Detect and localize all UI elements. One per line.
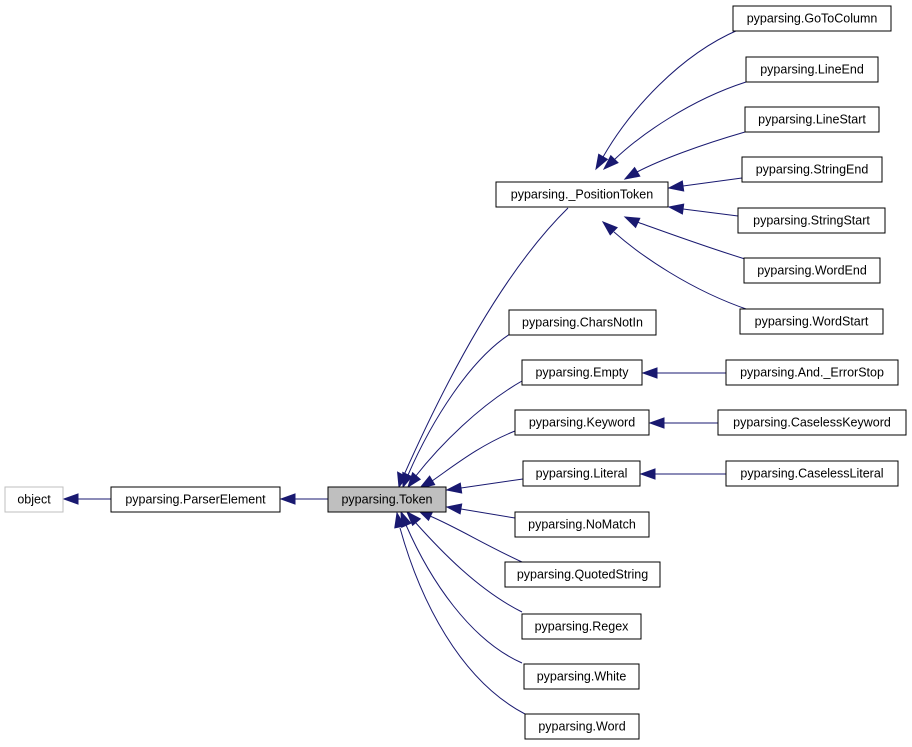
node-string-start[interactable]: pyparsing.StringStart — [737, 207, 886, 234]
node-position-token[interactable]: pyparsing._PositionToken — [495, 181, 669, 208]
node-label: pyparsing.WordEnd — [757, 264, 867, 278]
edge-keyword-to-token — [418, 430, 516, 489]
edge-chars-not-in-to-token — [402, 333, 511, 489]
node-label: pyparsing.And._ErrorStop — [740, 366, 884, 380]
node-label: pyparsing.CharsNotIn — [522, 316, 643, 330]
edge-quoted-string-to-token — [416, 509, 523, 563]
node-label: pyparsing.White — [537, 670, 627, 684]
node-label: pyparsing.CaselessLiteral — [740, 467, 883, 481]
node-token: pyparsing.Token — [327, 486, 447, 513]
node-word-end[interactable]: pyparsing.WordEnd — [743, 257, 881, 284]
node-label: pyparsing.CaselessKeyword — [733, 416, 891, 430]
node-caseless-keyword[interactable]: pyparsing.CaselessKeyword — [717, 409, 907, 436]
node-label: object — [17, 493, 51, 507]
edge-caseless-keyword-to-keyword — [648, 417, 718, 429]
node-label: pyparsing.Regex — [535, 620, 630, 634]
node-quoted-string[interactable]: pyparsing.QuotedString — [504, 561, 661, 588]
node-no-match[interactable]: pyparsing.NoMatch — [514, 511, 650, 538]
edge-word-start-to-position-token — [601, 221, 750, 311]
node-white[interactable]: pyparsing.White — [523, 663, 640, 690]
edge-no-match-to-token — [445, 503, 516, 519]
node-and-error-stop[interactable]: pyparsing.And._ErrorStop — [725, 359, 899, 386]
node-chars-not-in[interactable]: pyparsing.CharsNotIn — [508, 309, 657, 336]
node-label: pyparsing.Word — [538, 720, 625, 734]
node-word-start[interactable]: pyparsing.WordStart — [739, 308, 884, 335]
edge-white-to-token — [400, 510, 523, 664]
node-empty[interactable]: pyparsing.Empty — [521, 359, 643, 386]
node-label: pyparsing.Token — [341, 493, 432, 507]
node-line-end[interactable]: pyparsing.LineEnd — [745, 56, 879, 83]
node-label: pyparsing.Literal — [536, 467, 628, 481]
edge-caseless-literal-to-literal — [639, 468, 726, 480]
node-label: pyparsing.WordStart — [755, 315, 869, 329]
node-word[interactable]: pyparsing.Word — [524, 713, 640, 740]
edge-word-to-token — [394, 511, 526, 715]
edge-word-end-to-position-token — [623, 216, 746, 260]
edge-token-to-parser-element — [279, 493, 328, 505]
edge-regex-to-token — [406, 510, 523, 613]
node-label: pyparsing.StringStart — [753, 214, 870, 228]
node-object[interactable]: object — [4, 486, 64, 513]
edge-string-end-to-position-token — [667, 177, 743, 192]
node-regex[interactable]: pyparsing.Regex — [521, 613, 642, 640]
node-label: pyparsing.QuotedString — [517, 568, 648, 582]
edge-parser-element-to-object — [62, 493, 111, 505]
node-keyword[interactable]: pyparsing.Keyword — [514, 409, 650, 436]
edge-go-to-column-to-position-token — [595, 29, 739, 171]
node-go-to-column[interactable]: pyparsing.GoToColumn — [732, 5, 892, 32]
node-caseless-literal[interactable]: pyparsing.CaselessLiteral — [725, 460, 899, 487]
node-string-end[interactable]: pyparsing.StringEnd — [741, 156, 883, 183]
node-label: pyparsing.ParserElement — [125, 493, 266, 507]
node-label: pyparsing.LineStart — [758, 113, 866, 127]
node-label: pyparsing.NoMatch — [528, 518, 636, 532]
node-label: pyparsing.LineEnd — [760, 63, 864, 77]
edge-empty-to-token — [407, 380, 523, 489]
edge-line-start-to-position-token — [623, 131, 746, 180]
edge-literal-to-token — [445, 478, 524, 494]
node-label: pyparsing._PositionToken — [511, 188, 653, 202]
node-label: pyparsing.GoToColumn — [747, 12, 878, 26]
edge-and-error-stop-to-empty — [641, 367, 726, 379]
node-label: pyparsing.Keyword — [529, 416, 635, 430]
node-label: pyparsing.StringEnd — [756, 163, 869, 177]
node-label: pyparsing.Empty — [535, 366, 629, 380]
edge-line-end-to-position-token — [602, 81, 747, 171]
edge-string-start-to-position-token — [667, 203, 739, 217]
node-parser-element[interactable]: pyparsing.ParserElement — [110, 486, 281, 513]
node-literal[interactable]: pyparsing.Literal — [522, 460, 641, 487]
node-line-start[interactable]: pyparsing.LineStart — [744, 106, 880, 133]
edge-position-token-to-token — [397, 207, 569, 489]
